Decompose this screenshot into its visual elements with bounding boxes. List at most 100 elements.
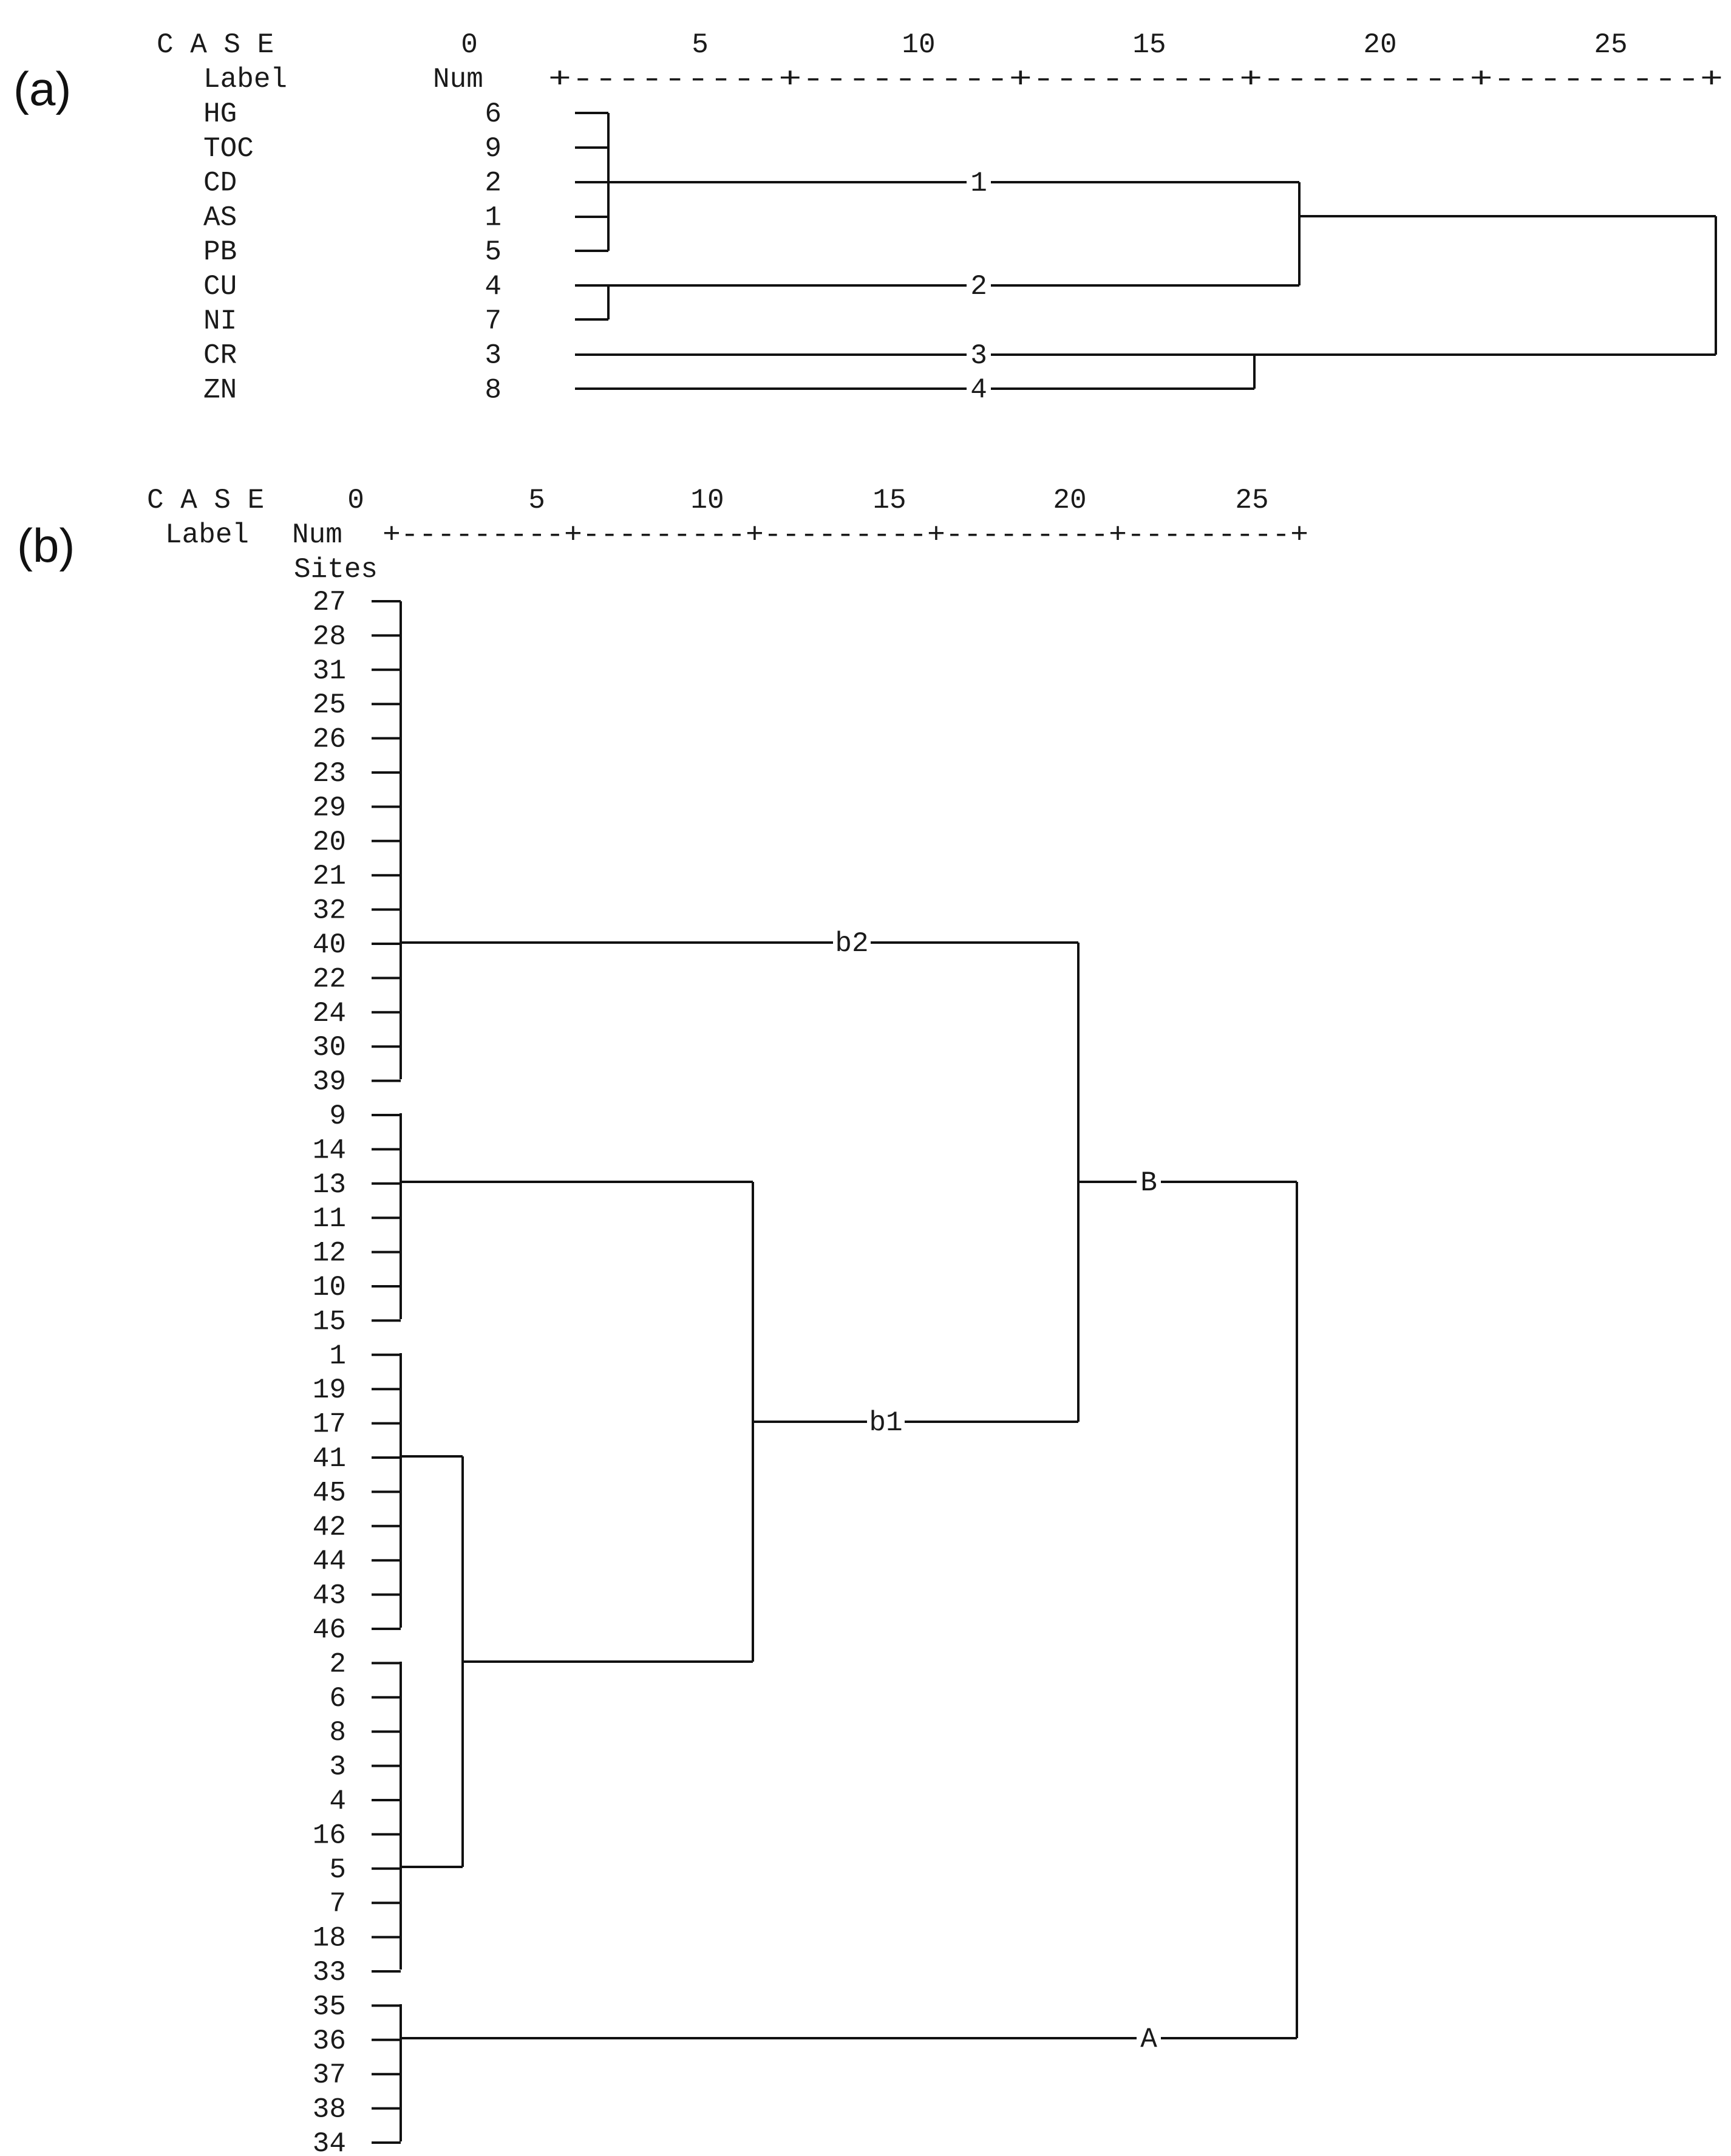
panel-a-tag: (a) (13, 62, 71, 115)
dendrogram-a-lines (575, 112, 1717, 390)
scale-tick: 5 (692, 29, 709, 61)
site-label: 41 (313, 1443, 346, 1475)
site-label: 26 (313, 724, 346, 756)
site-label: 14 (313, 1134, 346, 1166)
site-label: 2 (329, 1648, 346, 1680)
variable-label: CD (203, 168, 237, 199)
cluster-label-3: 3 (970, 340, 987, 372)
variable-label: HG (203, 98, 237, 130)
site-label: 12 (313, 1238, 346, 1269)
label-header: Label (203, 64, 287, 95)
panel-b-tag: (b) (17, 519, 75, 572)
variable-label: CU (203, 271, 237, 302)
variable-label: TOC (203, 133, 254, 165)
site-label: 42 (313, 1512, 346, 1543)
site-label: 23 (313, 758, 346, 790)
site-label: 16 (313, 1820, 346, 1851)
dendrogram-b-lines (400, 601, 1298, 2141)
site-label: 25 (313, 689, 346, 721)
site-label: 34 (313, 2128, 346, 2156)
variable-num: 5 (485, 236, 502, 268)
site-label: 19 (313, 1374, 346, 1406)
site-label: 38 (313, 2094, 346, 2126)
site-label: 4 (329, 1786, 346, 1817)
variable-num: 1 (485, 202, 502, 233)
cluster-label-2: 2 (970, 271, 987, 302)
cluster-label-b2: b2 (835, 928, 868, 960)
site-label: 21 (313, 861, 346, 892)
site-label: 46 (313, 1614, 346, 1646)
merge-a-top (1299, 215, 1717, 355)
site-label: 11 (313, 1203, 346, 1235)
variable-num: 6 (485, 98, 502, 130)
panel-b: (b) C A S E Label Num Sites +---------+-… (17, 485, 1308, 2156)
variable-num: 7 (485, 305, 502, 337)
variable-num: 8 (485, 374, 502, 406)
site-label: 33 (313, 1957, 346, 1988)
site-label: 13 (313, 1169, 346, 1201)
site-label: 17 (313, 1409, 346, 1441)
site-label: 44 (313, 1546, 346, 1577)
scale-tick: 20 (1363, 29, 1396, 61)
site-label: 5 (329, 1854, 346, 1886)
merge-b-34 (401, 1455, 464, 1868)
variable-num: 4 (485, 271, 502, 302)
scale-tick-b: 0 (347, 485, 364, 516)
cluster-label-B: B (1140, 1167, 1157, 1199)
site-label: 29 (313, 792, 346, 824)
cluster-a-group2 (575, 284, 610, 321)
panel-a: (a) C A S E Label Num +---------+-------… (13, 29, 1723, 406)
site-label: 3 (329, 1752, 346, 1783)
site-label: 30 (313, 1032, 346, 1063)
variable-num: 9 (485, 133, 502, 165)
scale-tick-b: 25 (1235, 485, 1268, 516)
site-label: 32 (313, 895, 346, 927)
site-label: 31 (313, 655, 346, 687)
site-label: 18 (313, 1923, 346, 1954)
scale-line: +---------+---------+---------+---------… (548, 64, 1723, 95)
variable-label: ZN (203, 374, 237, 406)
site-label: 20 (313, 827, 346, 858)
scale-tick: 10 (902, 29, 935, 61)
sites-header: Sites (294, 554, 378, 585)
cluster-label-4: 4 (970, 374, 987, 406)
scale-tick: 15 (1132, 29, 1166, 61)
scale-tick-b: 5 (528, 485, 545, 516)
site-label: 22 (313, 963, 346, 995)
variable-label: CR (203, 340, 237, 372)
site-label: 28 (313, 621, 346, 652)
variable-num: 3 (485, 340, 502, 372)
scale-tick-b: 20 (1053, 485, 1086, 516)
site-label: 24 (313, 998, 346, 1029)
case-header-b: C A S E (147, 485, 264, 516)
site-label: 7 (329, 1888, 346, 1920)
variable-label: PB (203, 236, 237, 268)
site-label: 1 (329, 1340, 346, 1372)
scale-line-b: +---------+---------+---------+---------… (383, 519, 1308, 551)
scale-tick-b: 10 (690, 485, 724, 516)
site-label: 8 (329, 1717, 346, 1748)
site-label: 40 (313, 929, 346, 961)
scale-tick: 0 (461, 29, 478, 61)
site-label: 15 (313, 1306, 346, 1337)
merge-b1 (401, 1181, 754, 1663)
case-header: C A S E (157, 29, 274, 61)
cluster-label-1: 1 (970, 168, 987, 199)
cluster-a-group1 (575, 112, 610, 252)
site-label: 35 (313, 1991, 346, 2022)
label-header-b: Label (165, 519, 249, 551)
site-label: 37 (313, 2059, 346, 2091)
cluster-label-A: A (1140, 2024, 1157, 2055)
site-label: 10 (313, 1272, 346, 1303)
site-label: 45 (313, 1477, 346, 1509)
site-label: 27 (313, 587, 346, 618)
num-header-b: Num (292, 519, 342, 551)
num-header: Num (433, 64, 483, 95)
site-label: 39 (313, 1066, 346, 1098)
variable-label: AS (203, 202, 237, 233)
site-label: 9 (329, 1100, 346, 1132)
